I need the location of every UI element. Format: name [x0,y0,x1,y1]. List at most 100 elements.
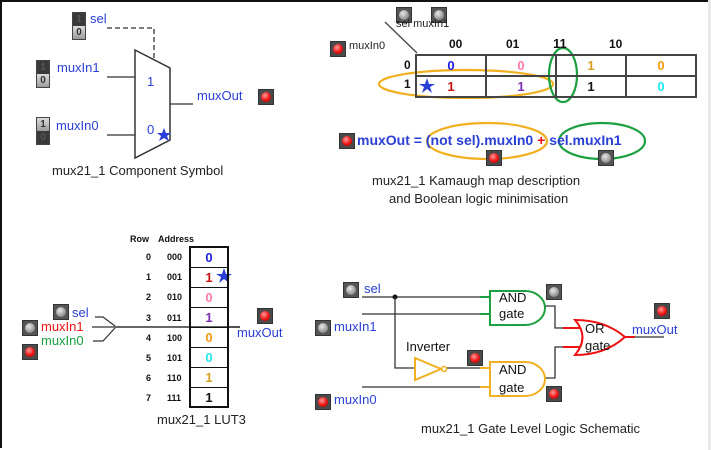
gate-sel-label: sel [364,281,381,296]
and-top-out-wire [545,305,570,329]
lut-row-address: 011 [167,312,182,323]
kmap-row: 0 0 1 0 [415,54,697,77]
sel-dashed-wire [107,27,155,59]
lut-cell: 1 [191,268,227,288]
lut-muxin1-led [22,320,38,336]
lut-row-number: 2 [146,292,152,303]
lut-muxout-led [257,308,273,324]
kmap-muxin1-led [431,7,447,23]
gate-muxout-led [654,303,670,319]
kmap-cell: 0 [485,54,557,77]
gate-sel-led [343,282,359,298]
kmap-cell: 0 [625,54,697,77]
eq-term1: (not sel).muxIn0 [425,132,534,148]
lut-cell: 0 [191,328,227,348]
eq-output: muxOut [357,132,410,148]
equation-output-led [339,133,355,149]
kmap-muxin0-led [330,41,346,57]
and-bottom-label: AND gate [499,361,526,397]
lut-row-address: 000 [167,252,183,262]
eq-term2: sel.muxIn1 [549,132,622,148]
lut-muxin0-label: muxIn0 [41,333,84,348]
or-gate [563,318,635,357]
gate-muxin1-label: muxIn1 [334,319,377,334]
lut-row-number: 6 [146,373,152,384]
lut-row-number: 7 [146,393,152,404]
lut-cell: 0 [191,288,227,308]
kmap-cell: 1 [555,54,627,77]
or-line2: gate [585,338,611,353]
kmap-caption-line1: mux21_1 Kamaugh map description [372,173,581,188]
and-top-line1: AND [499,290,527,305]
muxin1-toggle-switch[interactable]: 1 0 [36,60,50,88]
lut-muxin0-wire [93,327,116,342]
muxout-label: muxOut [197,88,243,103]
kmap-col-header-11: 11 [553,36,567,51]
lut-header-address: Address [158,234,195,244]
lut-cell: 0 [191,348,227,368]
kmap-row-var: muxIn0 [349,40,386,52]
lut-row-number: 0 [146,252,152,262]
lut-sel-label: sel [72,305,89,320]
kmap-cell: 0 [625,75,697,98]
lut-row-number: 1 [146,272,152,283]
lut-row-address: 110 [167,373,182,384]
lut-row-address: 111 [167,393,182,404]
toggle-value: 0 [73,26,85,39]
and-bottom-led [546,386,562,402]
kmap-col-header-10: 10 [609,37,623,51]
gate-muxout-label: muxOut [632,322,678,337]
gate-caption: mux21_1 Gate Level Logic Schematic [421,421,640,436]
toggle-value: 0 [37,74,49,87]
sel-toggle-switch[interactable]: 1 0 [72,12,86,40]
muxin0-toggle-switch[interactable]: 1 0 [36,117,50,145]
and-top-label: AND gate [499,290,526,322]
selected-star-icon [157,128,171,141]
kmap-cell: 1 [555,75,627,98]
lut-muxout-label: muxOut [237,325,283,340]
muxin0-label: muxIn0 [56,118,99,133]
and-bottom-line2: gate [499,380,525,395]
lut-row-address: 010 [167,292,183,303]
kmap-col-header-01: 01 [506,37,520,51]
toggle-value: 1 [37,118,49,131]
lut-sel-led [53,304,69,320]
and-top-led [546,284,562,300]
lut-cell: 1 [191,368,227,388]
symbol-caption: mux21_1 Component Symbol [52,163,224,178]
and-gate-bottom [480,361,546,397]
sel-to-inverter-wire [394,297,414,369]
eq-equals: = [413,132,422,148]
kmap-sel-led [396,7,412,23]
and-bottom-line1: AND [499,362,527,377]
port-1-label: 1 [147,74,155,89]
kmap-col-var-muxin1: muxIn1 [413,18,450,30]
kmap-diagonal [384,21,418,54]
inverter-led [467,350,483,366]
kmap-row: 1 1 1 0 [415,75,697,98]
mux-symbol-body [134,48,171,160]
and-bottom-out-wire [545,346,570,379]
or-line1: OR [585,321,605,336]
eq-plus: + [537,132,546,148]
or-gate-label: OR gate [585,320,610,354]
toggle-top: 1 [37,61,49,74]
lut-cell: 0 [191,248,227,268]
kmap-row-header-0: 0 [404,58,411,72]
muxin1-label: muxIn1 [57,60,100,75]
kmap-col-vars: sel muxIn1 [396,18,449,30]
lut-row-address: 001 [167,272,183,283]
lut-star-icon [216,268,232,283]
lut-header-row: Row [130,234,149,244]
muxout-led [258,89,274,105]
port-0-label: 0 [147,122,155,137]
kmap-cell: 0 [415,54,487,77]
kmap-cell: 1 [415,75,487,98]
term1-led [486,150,502,166]
inverter-gate [414,356,444,382]
lut-row-number: 3 [146,312,152,323]
lut-row-number: 5 [146,353,152,363]
gate-muxin1-led [315,320,331,336]
